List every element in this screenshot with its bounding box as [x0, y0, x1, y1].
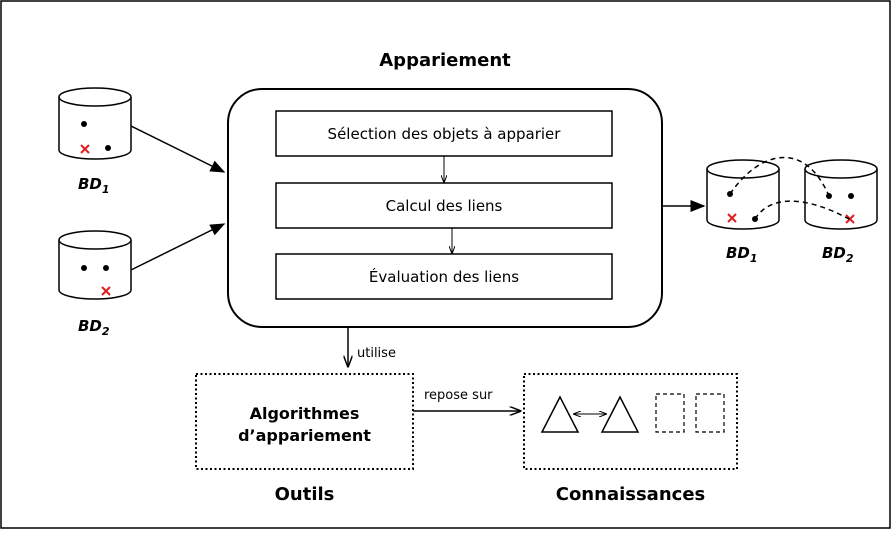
database-bd2-output: [804, 159, 878, 230]
relies-on-label: repose sur: [424, 388, 493, 403]
step-box-selection: [275, 110, 613, 157]
point-icon: [81, 121, 87, 127]
database-bd1-input: [58, 87, 132, 160]
point-icon: [105, 145, 111, 151]
tools-caption: Outils: [274, 484, 335, 505]
step-label-selection: Sélection des objets à apparier: [327, 124, 561, 143]
arrow-bd2-to-process: [130, 223, 226, 271]
triangle-icon: [540, 395, 580, 433]
database-bd2-input: [58, 230, 132, 300]
tools-box-line1: Algorithmes: [249, 404, 360, 423]
cross-icon: [727, 213, 737, 223]
arrow-bd1-to-process: [130, 125, 226, 173]
point-icon: [848, 193, 854, 199]
triangle-icon: [600, 395, 640, 433]
dashed-square-icon: [655, 393, 685, 433]
bd2-input-label: BD2: [78, 317, 110, 338]
point-icon: [81, 265, 87, 271]
step-box-evaluation: [275, 253, 613, 300]
tools-box: [195, 373, 414, 470]
tools-box-text: Algorithmes d’appariement: [196, 403, 413, 447]
bd2-output-label: BD2: [822, 244, 854, 265]
link-dashed-1: [729, 156, 830, 197]
step-box-calcul: [275, 182, 613, 229]
bd1-input-label: BD1: [78, 175, 110, 196]
point-icon: [103, 265, 109, 271]
tools-box-line2: d’appariement: [238, 426, 371, 445]
uses-label: utilise: [357, 346, 396, 361]
process-title: Appariement: [379, 50, 511, 71]
database-bd1-output: [706, 159, 780, 230]
dashed-square-icon: [695, 393, 725, 433]
cross-icon: [80, 144, 90, 154]
cross-icon: [845, 214, 855, 224]
knowledge-caption: Connaissances: [555, 484, 706, 505]
cross-icon: [101, 286, 111, 296]
step-label-evaluation: Évaluation des liens: [368, 267, 520, 286]
step-label-calcul: Calcul des liens: [385, 196, 503, 215]
bd1-output-label: BD1: [726, 244, 758, 265]
